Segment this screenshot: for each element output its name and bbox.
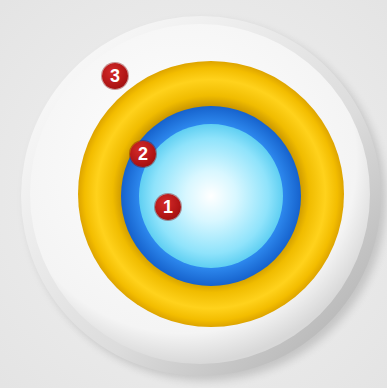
callout-number: 3 (102, 63, 128, 89)
callout-number: 2 (130, 141, 156, 167)
callout-number: 1 (155, 194, 181, 220)
light-blue-core (139, 124, 283, 268)
yellow-ring (78, 61, 344, 327)
blue-ring (121, 106, 301, 286)
white-disc (30, 24, 370, 364)
disc-rim (21, 16, 381, 376)
